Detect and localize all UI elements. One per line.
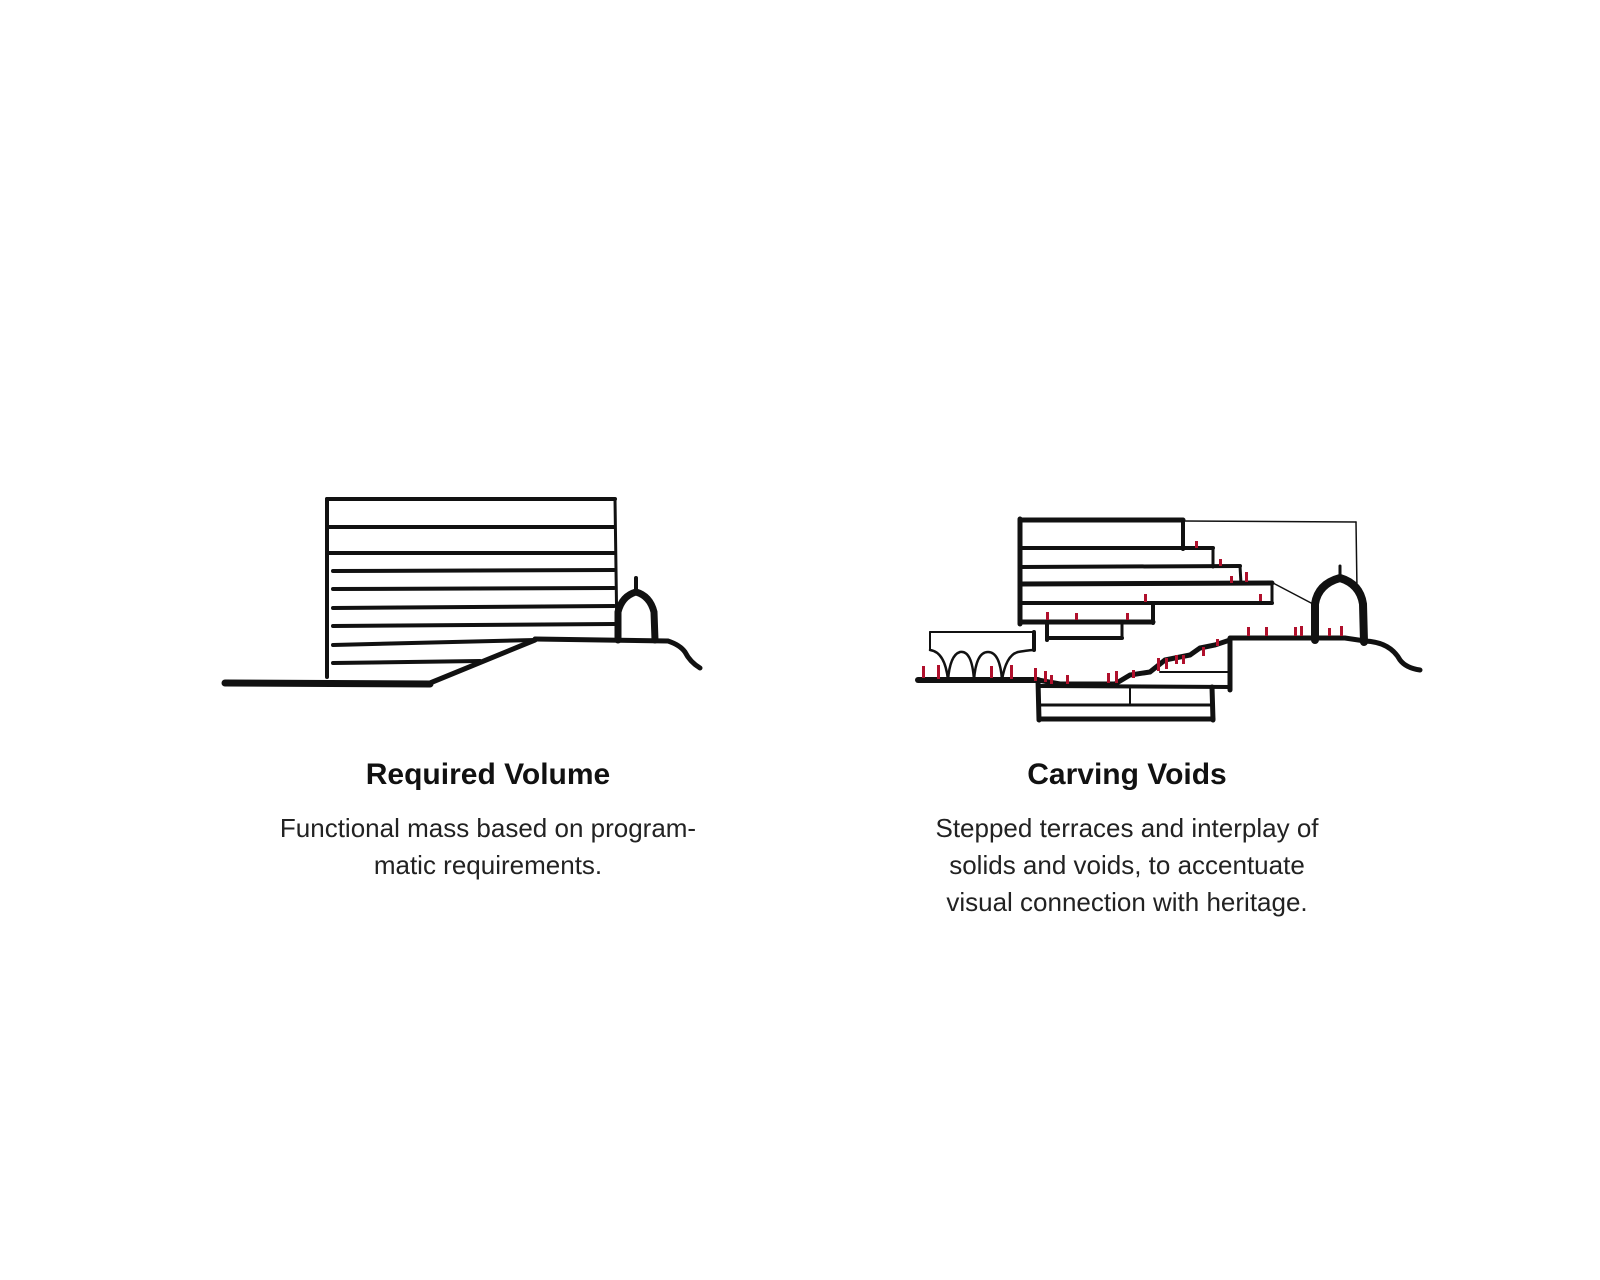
panel-title-carving-voids: Carving Voids (1027, 758, 1227, 791)
people-figures (922, 541, 1343, 684)
required-volume-sketch (221, 497, 703, 688)
panel-description-carving-voids: Stepped terraces and interplay of solids… (867, 810, 1387, 921)
description-line: matic requirements. (373, 850, 603, 880)
description-line: solids and voids, to accentuate (949, 850, 1305, 880)
carving-voids-sketch (915, 516, 1423, 723)
description-line: Stepped terraces and interplay of (935, 813, 1319, 843)
panel-description-required-volume: Functional mass based on program- matic … (228, 810, 748, 884)
description-line: visual connection with heritage. (946, 887, 1308, 917)
description-line: Functional mass based on program- (279, 813, 697, 843)
panel-title-required-volume: Required Volume (365, 758, 611, 791)
